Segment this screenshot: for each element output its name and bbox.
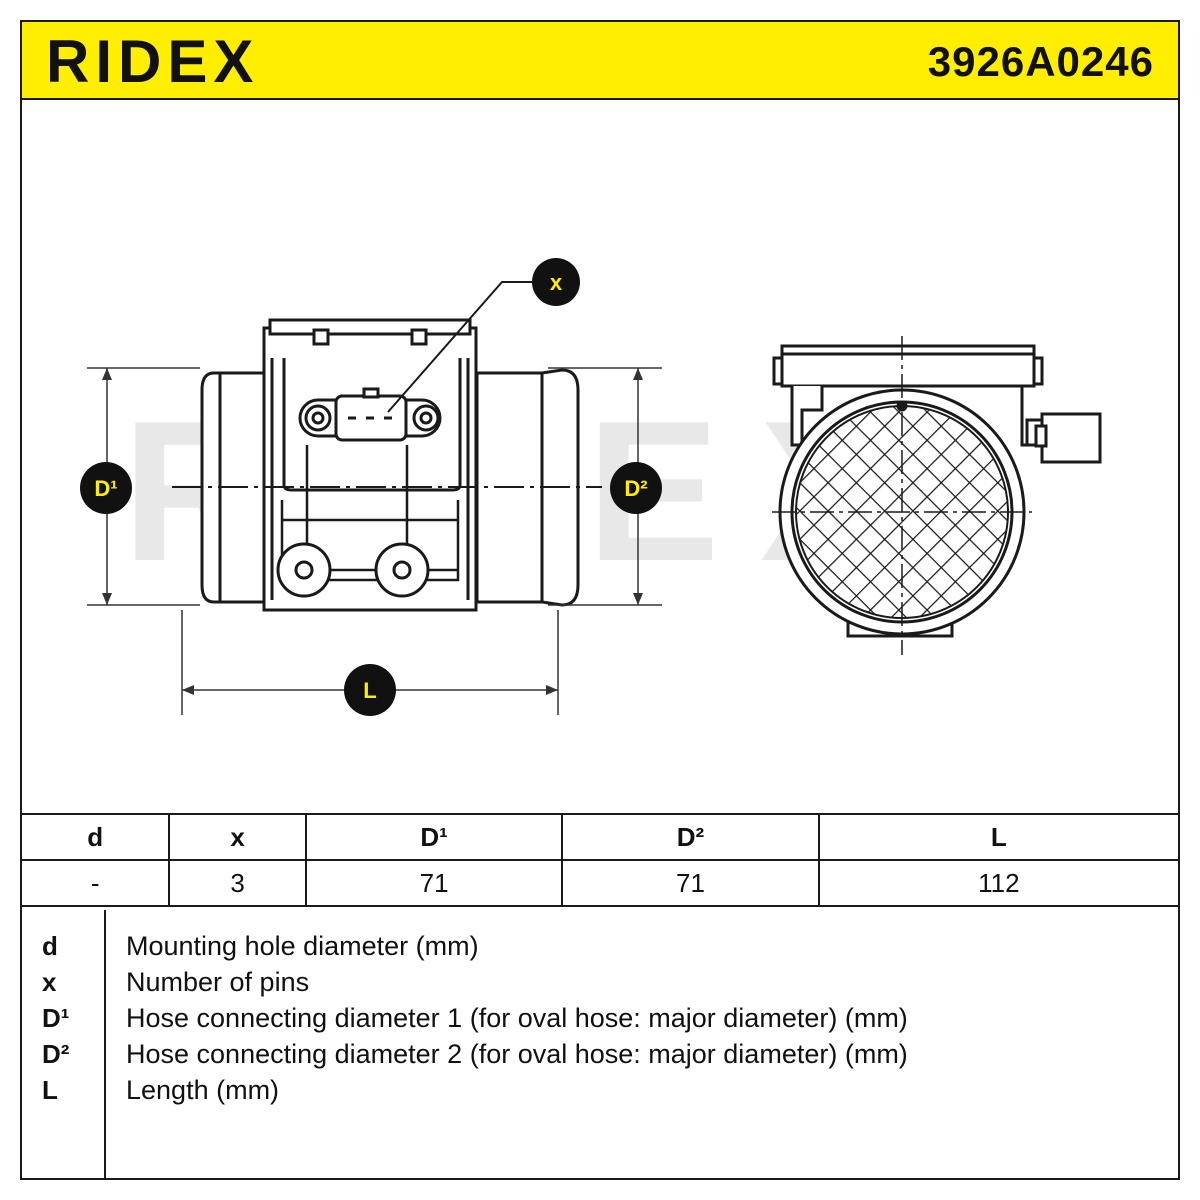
header-cell-x: x [168, 813, 307, 861]
legend-key: d [42, 931, 58, 961]
spec-table-value-row: - 3 71 71 112 [19, 859, 1181, 907]
value-cell-d: - [19, 859, 171, 907]
side-view [172, 281, 602, 612]
value-cell-x: 3 [168, 859, 307, 907]
value-cell-l: 112 [817, 859, 1181, 907]
legend-item: L Length (mm) [22, 1072, 1178, 1108]
legend-desc: Hose connecting diameter 1 (for oval hos… [126, 1003, 908, 1033]
legend-key: D² [42, 1039, 70, 1069]
mount-boss-left [276, 542, 332, 598]
header-cell-d: d [19, 813, 171, 861]
header-bar: RIDEX 3926A0246 [20, 20, 1180, 100]
front-view [772, 336, 1102, 655]
value-cell-d1: 71 [304, 859, 564, 907]
spec-table: d x D¹ D² L - 3 71 71 112 [19, 813, 1181, 907]
badge-d2-label: D² [624, 476, 647, 501]
mount-boss-right [374, 542, 430, 598]
legend-desc: Mounting hole diameter (mm) [126, 931, 479, 961]
badge-d2: D² [610, 462, 662, 514]
legend-item: x Number of pins [22, 964, 1178, 1000]
header-cell-d1: D¹ [304, 813, 564, 861]
legend-key: D¹ [42, 1003, 70, 1033]
dimension-arrows [102, 368, 643, 695]
badge-d1-label: D¹ [94, 476, 117, 501]
technical-drawing: RIDEX [80, 258, 1102, 716]
top-tab-right [410, 328, 428, 346]
legend-panel: d Mounting hole diameter (mm) x Number o… [20, 910, 1180, 1180]
housing-top-cap [268, 318, 472, 336]
badge-l-label: L [363, 678, 376, 703]
legend-divider [104, 910, 106, 1178]
legend-item: D¹ Hose connecting diameter 1 (for oval … [22, 1000, 1178, 1036]
part-number: 3926A0246 [927, 38, 1154, 85]
screw-right-icon [412, 404, 440, 432]
legend-key: L [42, 1075, 58, 1105]
front-connector-plug [1040, 412, 1102, 464]
legend-item: d Mounting hole diameter (mm) [22, 928, 1178, 964]
front-bracket-left [790, 386, 824, 447]
top-tab-left [312, 328, 330, 346]
value-cell-d2: 71 [561, 859, 820, 907]
legend-key: x [42, 967, 57, 997]
header-cell-d2: D² [561, 813, 820, 861]
header-cell-l: L [817, 813, 1181, 861]
spec-table-header-row: d x D¹ D² L [19, 813, 1181, 861]
legend-desc: Hose connecting diameter 2 (for oval hos… [126, 1039, 908, 1069]
badge-x-label: x [550, 270, 563, 295]
badge-l: L [344, 664, 396, 716]
inner-frame-lower [280, 500, 460, 582]
brand-logo: RIDEX [46, 28, 260, 95]
front-top-cap [780, 344, 1036, 388]
legend-item: D² Hose connecting diameter 2 (for oval … [22, 1036, 1178, 1072]
legend-desc: Length (mm) [126, 1075, 280, 1105]
screw-left-icon [304, 404, 332, 432]
badge-x: x [532, 258, 580, 306]
badge-d1: D¹ [80, 462, 132, 514]
legend-desc: Number of pins [126, 967, 310, 997]
